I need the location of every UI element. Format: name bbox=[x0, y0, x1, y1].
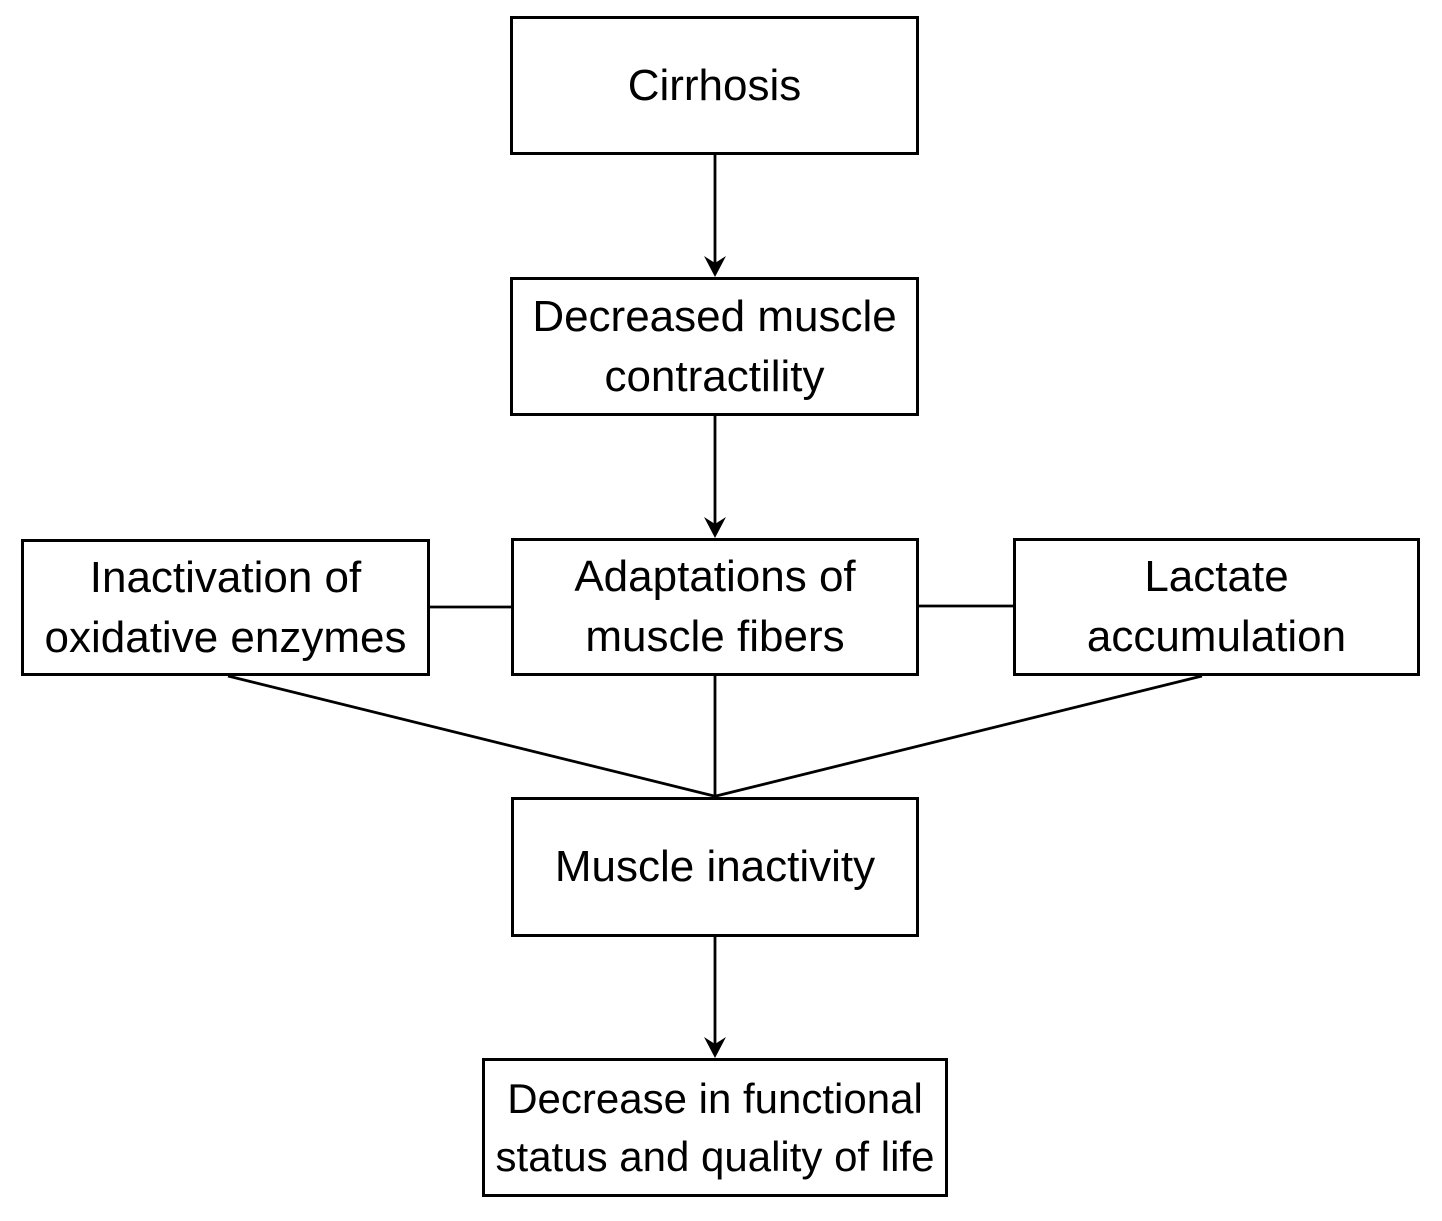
node-decreased-muscle-contractility-label: Decreased muscle contractility bbox=[532, 291, 897, 401]
edge-inactivation-muscle-line bbox=[227, 674, 715, 798]
node-inactivation-oxidative-enzymes-label: Inactivation of oxidative enzymes bbox=[44, 552, 407, 662]
node-decreased-muscle-contractility: Decreased muscle contractility bbox=[510, 277, 919, 416]
node-cirrhosis-label: Cirrhosis bbox=[627, 60, 802, 110]
node-inactivation-oxidative-enzymes: Inactivation of oxidative enzymes bbox=[21, 539, 430, 676]
node-lactate-accumulation-label: Lactate accumulation bbox=[1086, 552, 1347, 661]
node-muscle-inactivity-label: Muscle inactivity bbox=[554, 842, 876, 892]
edge-muscle-functional-arrowhead-icon bbox=[704, 1037, 726, 1058]
node-lactate-accumulation: Lactate accumulation bbox=[1013, 538, 1420, 676]
node-adaptations-muscle-fibers: Adaptations of muscle fibers bbox=[511, 538, 919, 676]
node-decrease-functional-status: Decrease in functional status and qualit… bbox=[482, 1058, 948, 1197]
edge-lactate-muscle-line bbox=[715, 674, 1203, 798]
node-adaptations-muscle-fibers-label: Adaptations of muscle fibers bbox=[574, 552, 856, 661]
node-muscle-inactivity: Muscle inactivity bbox=[511, 797, 919, 937]
edge-cirrhosis-decreased-arrowhead-icon bbox=[704, 256, 726, 277]
node-cirrhosis: Cirrhosis bbox=[510, 16, 919, 155]
edge-decreased-adaptations-arrowhead-icon bbox=[704, 517, 726, 538]
node-decrease-functional-status-label: Decrease in functional status and qualit… bbox=[495, 1075, 935, 1180]
